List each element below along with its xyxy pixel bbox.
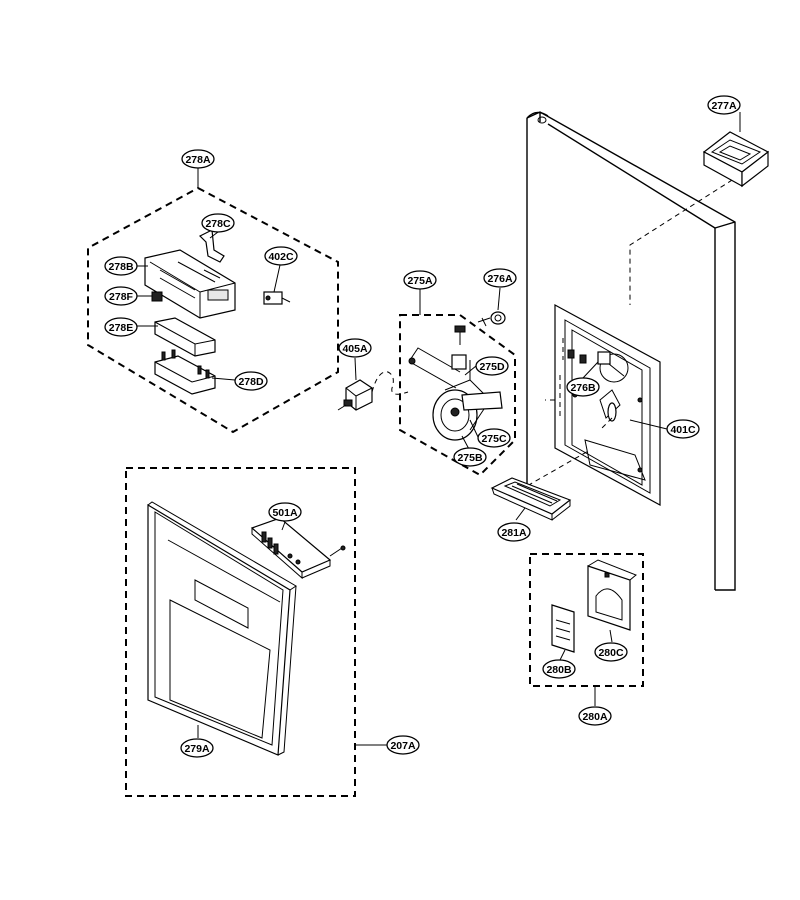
callout-280C: 280C xyxy=(594,642,628,662)
door-panel xyxy=(526,111,736,591)
callout-207A: 207A xyxy=(386,735,420,755)
part-278C-lever xyxy=(198,229,225,279)
svg-text:278A: 278A xyxy=(185,154,211,166)
svg-text:501A: 501A xyxy=(272,507,298,519)
callout-405A: 405A xyxy=(338,338,372,358)
svg-text:275D: 275D xyxy=(479,361,505,373)
svg-text:275B: 275B xyxy=(457,452,483,464)
part-278B-housing xyxy=(144,249,236,319)
callout-402C: 402C xyxy=(264,246,298,266)
part-278D-bracket xyxy=(154,349,216,395)
part-278E-tray xyxy=(154,317,216,357)
callout-275B: 275B xyxy=(453,447,487,467)
callout-280B: 280B xyxy=(542,659,576,679)
group-280A-outline xyxy=(529,553,644,687)
svg-text:280A: 280A xyxy=(582,711,608,723)
part-281A-drip-tray xyxy=(490,477,572,521)
svg-text:276A: 276A xyxy=(487,273,513,285)
callout-501A: 501A xyxy=(268,502,302,522)
svg-text:278E: 278E xyxy=(109,322,134,334)
callout-275C: 275C xyxy=(477,428,511,448)
svg-text:276B: 276B xyxy=(570,382,596,394)
part-280C-cover xyxy=(587,559,637,631)
callout-278B: 278B xyxy=(104,256,138,276)
callout-275A: 275A xyxy=(403,270,437,290)
part-276A-spring xyxy=(477,311,506,327)
callout-276A: 276A xyxy=(483,268,517,288)
callout-278A: 278A xyxy=(181,149,215,169)
callout-279A: 279A xyxy=(180,738,214,758)
callout-278D: 278D xyxy=(234,371,268,391)
callout-278C: 278C xyxy=(201,213,235,233)
callout-277A: 277A xyxy=(707,95,741,115)
group-278A-outline xyxy=(87,186,339,434)
svg-text:275C: 275C xyxy=(481,433,507,445)
callout-281A: 281A xyxy=(497,522,531,542)
part-501A-board xyxy=(250,517,346,580)
callout-280A: 280A xyxy=(578,706,612,726)
svg-text:401C: 401C xyxy=(670,424,696,436)
callout-276B: 276B xyxy=(566,377,600,397)
group-275A-outline xyxy=(399,314,516,477)
svg-text:278D: 278D xyxy=(238,376,264,388)
svg-text:281A: 281A xyxy=(501,527,527,539)
callout-278E: 278E xyxy=(104,317,138,337)
part-279A-cover xyxy=(147,501,297,756)
svg-text:280B: 280B xyxy=(546,664,572,676)
group-207A-outline xyxy=(125,467,356,797)
callout-275D: 275D xyxy=(475,356,509,376)
svg-text:277A: 277A xyxy=(711,100,737,112)
svg-text:275A: 275A xyxy=(407,275,433,287)
part-402C-switch xyxy=(263,291,291,305)
callout-278F: 278F xyxy=(104,286,138,306)
part-405A-switch xyxy=(337,379,373,411)
svg-text:278B: 278B xyxy=(108,261,134,273)
svg-text:280C: 280C xyxy=(598,647,624,659)
svg-text:207A: 207A xyxy=(390,740,416,752)
svg-text:278F: 278F xyxy=(109,291,134,303)
svg-text:402C: 402C xyxy=(268,251,294,263)
svg-text:279A: 279A xyxy=(184,743,210,755)
svg-text:405A: 405A xyxy=(342,343,368,355)
callout-401C: 401C xyxy=(666,419,700,439)
part-277A-cap xyxy=(702,131,770,188)
part-275-motor-assembly xyxy=(408,325,503,441)
part-280B-cover xyxy=(551,604,575,653)
svg-text:278C: 278C xyxy=(205,218,231,230)
